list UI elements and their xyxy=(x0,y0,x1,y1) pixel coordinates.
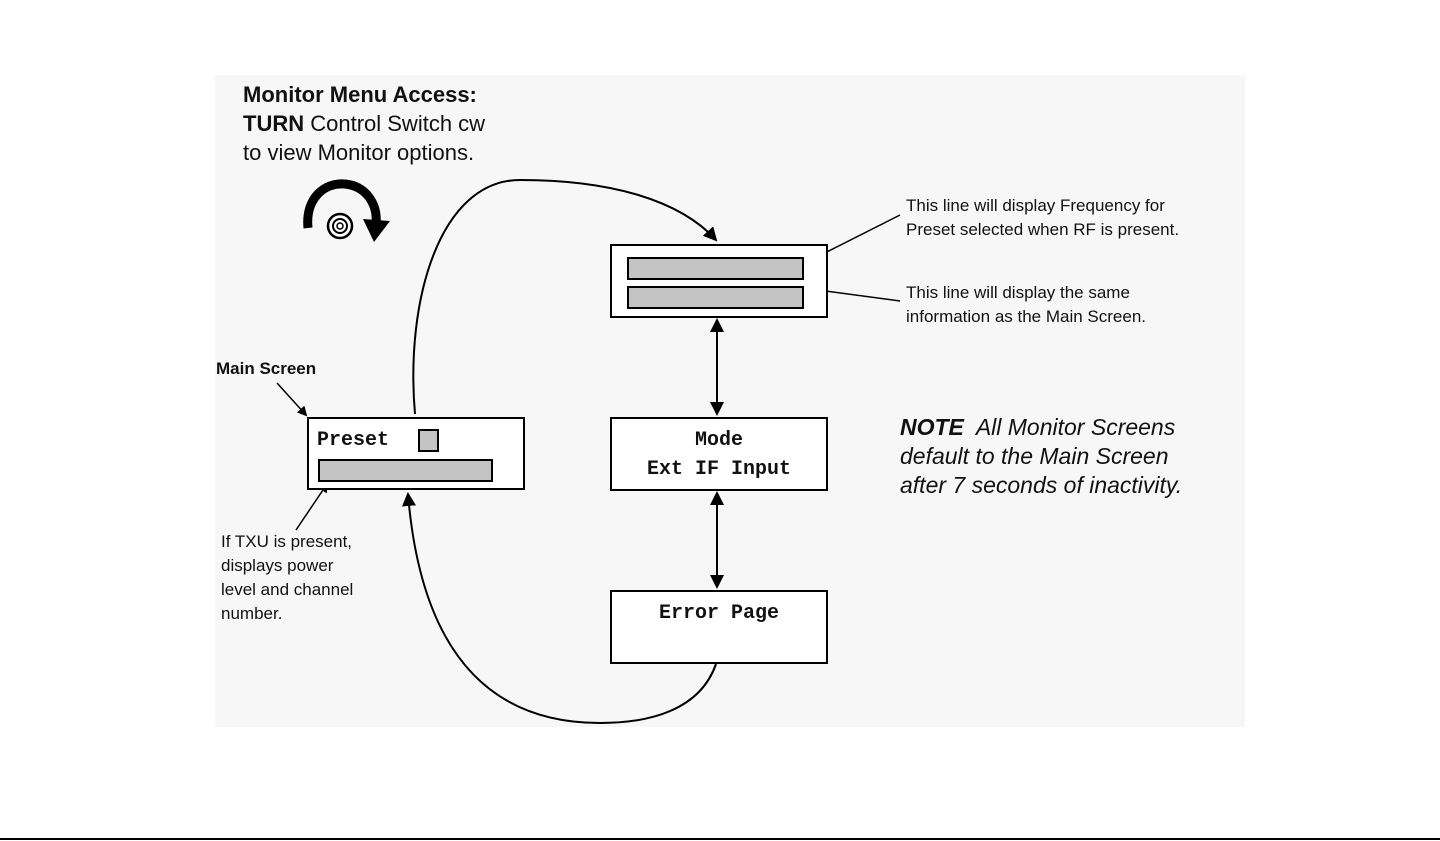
title-turn-rest: Control Switch cw xyxy=(304,111,486,136)
frequency-callout-line1: This line will display Frequency for xyxy=(906,196,1165,215)
note-line3: after 7 seconds of inactivity. xyxy=(900,472,1183,498)
frequency-callout: This line will display Frequency for Pre… xyxy=(906,194,1179,242)
monitor-frequency-display xyxy=(610,244,828,318)
page-bottom-rule xyxy=(0,838,1440,840)
main-screen-display: Preset xyxy=(307,417,525,490)
loop-arrow-to-monitor xyxy=(412,178,718,415)
same-info-callout-line1: This line will display the same xyxy=(906,283,1130,302)
control-knob-icon xyxy=(326,212,354,240)
frequency-callout-line2: Preset selected when RF is present. xyxy=(906,220,1180,239)
inactivity-note: NOTE All Monitor Screens default to the … xyxy=(900,413,1182,500)
txu-note-line1: If TXU is present, xyxy=(221,532,353,551)
main-screen-info-bar xyxy=(318,459,493,482)
mode-line1: Mode xyxy=(694,429,743,452)
error-page-text: Error Page xyxy=(658,602,780,625)
loop-arrow-from-error xyxy=(402,492,717,725)
pointer-main-screen xyxy=(276,382,308,417)
txu-note-line2: displays power xyxy=(221,556,334,575)
note-line1: All Monitor Screens xyxy=(963,414,1176,440)
title-heading: Monitor Menu Access: xyxy=(243,82,477,107)
frequency-line-bar xyxy=(627,257,804,280)
pointer-txu xyxy=(295,482,329,531)
mode-display: Mode Ext IF Input xyxy=(610,417,828,491)
same-info-callout: This line will display the same informat… xyxy=(906,281,1146,329)
note-bold: NOTE xyxy=(900,414,964,440)
title-turn: TURN xyxy=(243,111,305,136)
menu-access-title: Monitor Menu Access: TURN Control Switch… xyxy=(243,80,485,167)
rotate-clockwise-icon xyxy=(303,179,390,242)
title-line3: to view Monitor options. xyxy=(243,140,475,165)
txu-note: If TXU is present, displays power level … xyxy=(221,530,353,626)
same-info-callout-line2: information as the Main Screen. xyxy=(906,307,1147,326)
main-screen-preset-text: Preset xyxy=(317,429,390,452)
error-page-display: Error Page xyxy=(610,590,828,664)
txu-note-line3: level and channel xyxy=(221,580,354,599)
mode-line2: Ext IF Input xyxy=(646,458,792,481)
note-line2: default to the Main Screen xyxy=(900,443,1169,469)
main-screen-label: Main Screen xyxy=(216,359,317,378)
preset-number-box xyxy=(418,429,439,452)
txu-note-line4: number. xyxy=(221,604,283,623)
info-line-bar xyxy=(627,286,804,309)
